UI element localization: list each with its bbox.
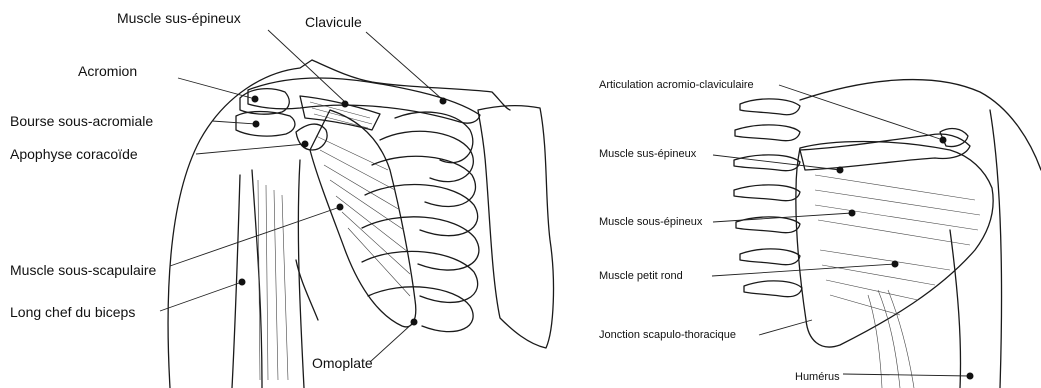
label-long-chef-du-biceps: Long chef du biceps (10, 304, 135, 320)
label-jonction-scapulo-thoracique: Jonction scapulo-thoracique (599, 329, 736, 342)
label-bourse-sous-acromiale: Bourse sous-acromiale (10, 113, 153, 129)
label-muscle-petit-rond: Muscle petit rond (599, 270, 683, 283)
label-apophyse-coracoide: Apophyse coracoïde (10, 146, 138, 162)
label-muscle-sous-epineux: Muscle sous-épineux (599, 216, 702, 229)
label-muscle-sous-scapulaire: Muscle sous-scapulaire (10, 262, 156, 278)
label-acromion: Acromion (78, 63, 137, 79)
label-muscle-sus-epineux-posterior: Muscle sus-épineux (599, 148, 696, 161)
label-humerus: Humérus (795, 371, 840, 384)
label-articulation-acromio-claviculaire: Articulation acromio-claviculaire (599, 79, 754, 92)
label-omoplate: Omoplate (312, 355, 373, 371)
posterior-shoulder-drawing (712, 80, 1041, 388)
label-clavicule: Clavicule (305, 14, 362, 30)
anterior-shoulder-drawing (160, 30, 553, 388)
label-muscle-sus-epineux: Muscle sus-épineux (117, 10, 241, 26)
